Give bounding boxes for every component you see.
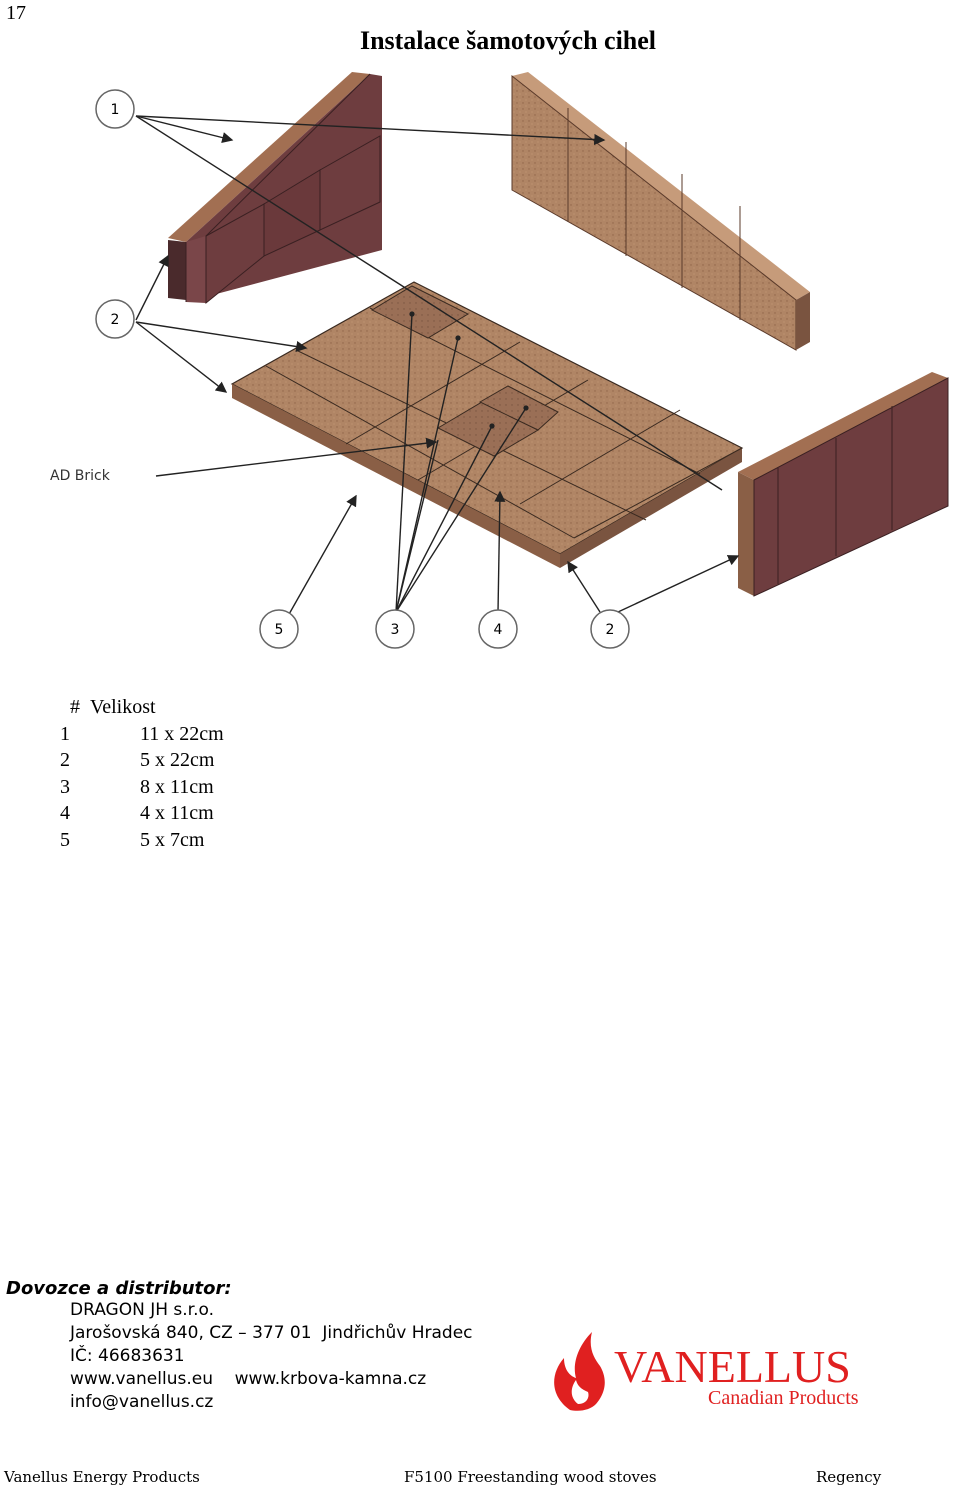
callout-1: 1 [95, 89, 135, 129]
callout-4-label: 4 [494, 622, 503, 638]
callout-1-label: 1 [111, 102, 120, 118]
callout-4: 4 [478, 609, 518, 649]
logo-tagline: Canadian Products [708, 1387, 859, 1409]
logo-name: VANELLUS [614, 1341, 851, 1392]
footer-right: Regency [816, 1468, 882, 1486]
page-footer: Vanellus Energy Products F5100 Freestand… [0, 1468, 960, 1488]
callout-2-right-label: 2 [606, 622, 615, 638]
vanellus-logo: VANELLUS Canadian Products [554, 1332, 859, 1411]
importer-block: Dovozce a distributor: DRAGON JH s.r.o. … [6, 1278, 473, 1414]
callout-5-label: 5 [275, 622, 284, 638]
callout-2-left-label: 2 [111, 312, 120, 328]
ad-brick-label: AD Brick [50, 468, 111, 484]
page-title: Instalace šamotových cihel [359, 26, 657, 55]
importer-email[interactable]: info@vanellus.cz [70, 1392, 214, 1412]
back-wall-bricks [511, 72, 810, 351]
table-row: 5 5 x 7cm [60, 828, 205, 851]
floor-bricks [230, 281, 744, 568]
size-table-header: # Velikost [60, 694, 300, 721]
callout-3: 3 [375, 609, 415, 649]
callout-3-label: 3 [391, 622, 400, 638]
left-wall-bricks [168, 72, 382, 305]
leader-dots [409, 311, 529, 429]
flame-icon [554, 1332, 605, 1411]
importer-address: Jarošovská 840, CZ – 377 01 Jindřichův H… [70, 1323, 473, 1343]
table-row: 2 5 x 22cm [60, 749, 215, 771]
right-wall-bricks [738, 372, 949, 597]
callout-2-left: 2 [95, 299, 135, 339]
page-number: 17 [6, 2, 26, 24]
callout-5: 5 [259, 609, 299, 649]
footer-left: Vanellus Energy Products [4, 1468, 200, 1486]
footer-center: F5100 Freestanding wood stoves [404, 1468, 657, 1486]
importer-heading: Dovozce a distributor: [6, 1278, 232, 1299]
importer-company: DRAGON JH s.r.o. [70, 1300, 215, 1320]
importer-websites[interactable]: www.vanellus.eu www.krbova-kamna.cz [70, 1369, 427, 1389]
callout-2-right: 2 [590, 609, 630, 649]
importer-ico: IČ: 46683631 [70, 1346, 185, 1366]
leader-lines [135, 115, 740, 617]
table-row: 1 11 x 22cm [60, 722, 224, 745]
table-row: 3 8 x 11cm [60, 775, 214, 798]
table-row: 4 4 x 11cm [60, 802, 214, 824]
brick-installation-diagram: 1 2 5 3 4 2 AD Brick [50, 72, 949, 649]
brick-size-table: # Velikost 1 11 x 22cm 2 5 x 22cm 3 8 x … [60, 694, 300, 853]
header-number: # Velikost [70, 696, 156, 718]
